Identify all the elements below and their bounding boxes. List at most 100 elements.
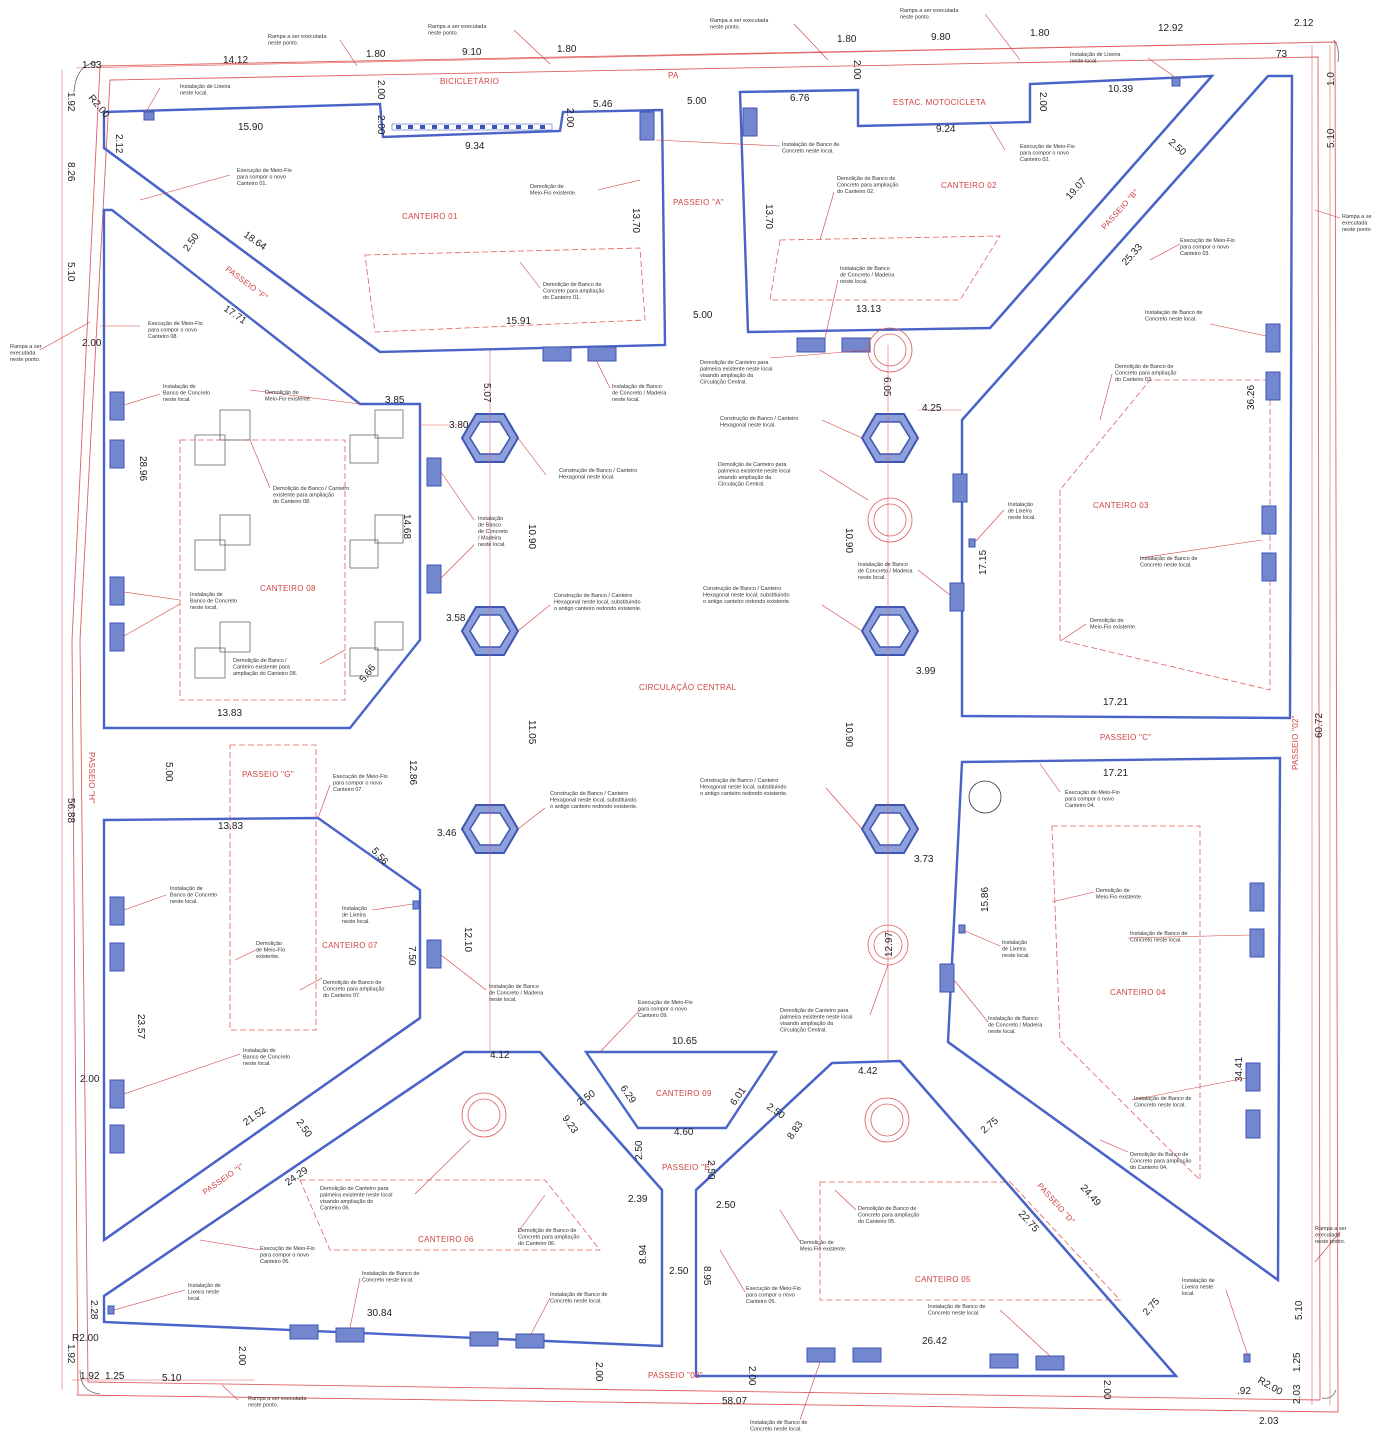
dim: 17.15: [978, 550, 989, 575]
dim: 5.10: [1326, 128, 1337, 148]
hex-planter: [860, 606, 920, 656]
dim: 4.42: [858, 1066, 878, 1077]
dim: 1.93: [82, 60, 102, 71]
dim: 5.46: [593, 99, 613, 110]
dim: 21.52: [241, 1105, 268, 1129]
dim: 10.90: [526, 524, 537, 549]
hexagonal-planters: [460, 413, 920, 854]
dim: 10.65: [672, 1036, 697, 1047]
dim: 1.80: [1030, 28, 1050, 39]
label-passeio-top: PA: [668, 71, 679, 80]
dim: 12.92: [1158, 23, 1183, 34]
dimensions-left: 1.92 8.26 5.10 56.88 1.92: [65, 92, 76, 1364]
dim: 2.50: [669, 1266, 689, 1277]
hex-planter: [860, 804, 920, 854]
hex-planter: [860, 413, 920, 463]
dim: 13.70: [630, 208, 641, 233]
dim: 12.10: [462, 927, 473, 952]
dim: 8.83: [785, 1119, 805, 1142]
dim: 2.50: [294, 1117, 314, 1140]
dim: 4.12: [490, 1050, 510, 1061]
dim: 3.85: [385, 395, 405, 406]
dim: 2.50: [716, 1200, 736, 1211]
dim: 2.75: [1141, 1296, 1162, 1318]
dim: 18.64: [241, 229, 268, 253]
dim: 2.00: [375, 80, 386, 100]
dim: 5.07: [481, 383, 492, 403]
dim: 13.13: [856, 304, 881, 315]
dimensions-top: 1.93 14.12 1.80 9.10 1.80 1.80 9.80 1.80…: [82, 18, 1314, 71]
dim: 9.80: [931, 32, 951, 43]
dimensions-bottom: 1.92 1.25 5.10 58.07 2.03 .92: [80, 1371, 1279, 1427]
central-axes: [420, 345, 962, 1060]
note-demol-canteiro-08b: Demolição de Banco /Canteiro existente p…: [233, 658, 298, 677]
label-bicicletario: BICICLETÁRIO: [440, 77, 499, 86]
dim: 26.42: [922, 1336, 947, 1347]
label-passeio-a: PASSEIO "A": [673, 198, 724, 207]
dim: 8.94: [638, 1244, 649, 1264]
dim: .92: [1237, 1386, 1251, 1397]
dim: 2.50: [764, 1101, 787, 1121]
dim: 8.95: [701, 1266, 712, 1286]
dim: 25.33: [1120, 242, 1145, 268]
dim: 2.50: [634, 1140, 645, 1160]
dim: 14.68: [401, 514, 412, 539]
dim: 1.92: [80, 1371, 100, 1382]
dim: 15.91: [506, 316, 531, 327]
dim: 5.00: [163, 762, 174, 782]
dim: 10.39: [1108, 84, 1133, 95]
dim: 23.57: [135, 1014, 146, 1039]
dim: 2.50: [705, 1160, 716, 1180]
dim: 3.73: [914, 854, 934, 865]
dim: 9.10: [462, 47, 482, 58]
dim: 5.10: [65, 262, 76, 282]
dim: 17.21: [1103, 768, 1128, 779]
dim: 10.90: [843, 722, 854, 747]
existing-bench-squares: [194, 409, 404, 679]
dim: 1.80: [837, 34, 857, 45]
dim: 2.12: [113, 134, 124, 154]
dim: 34.41: [1234, 1057, 1245, 1082]
dim: 2.12: [1294, 18, 1314, 29]
dimensions-right: 1.0 5.10 60.72 5.10 1.25 2.03: [1292, 72, 1337, 1404]
dim: 6.05: [881, 377, 892, 397]
label-passeio-h: PASSEIO "H": [87, 752, 96, 804]
label-canteiro-02: CANTEIRO 02: [941, 181, 997, 190]
dim: 2.50: [1166, 137, 1188, 158]
label-passeio-d: PASSEIO "D": [1036, 1181, 1077, 1225]
dim: 5.66: [358, 662, 379, 684]
dim: R2.00: [1256, 1375, 1285, 1398]
